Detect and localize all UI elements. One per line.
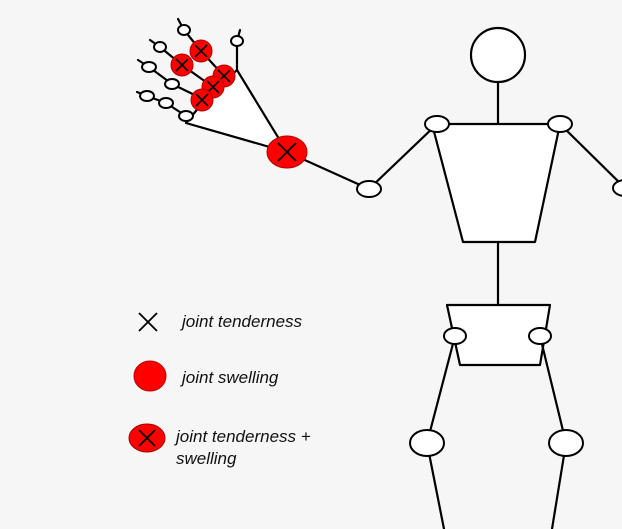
right-elbow-joint [612,179,622,197]
cross-icon [138,312,158,332]
middle-pip-tender-swollen-joint [170,53,194,77]
right-shoulder-joint [547,115,573,133]
left-knee-joint [409,429,445,457]
right-upper-arm [558,122,622,187]
torso [430,122,562,244]
right-shin [550,441,568,529]
left-shin [425,441,446,529]
legend-icons [128,312,167,453]
left-upper-arm [367,122,439,191]
finger-joints [139,24,244,122]
right-knee-joint [548,429,584,457]
ring-mcp-tender-swollen-joint [190,88,214,112]
right-thigh [538,334,568,445]
wrist-tender-swollen-joint [266,135,308,169]
right-hip-joint [528,327,552,345]
red-circle-cross-icon [128,423,166,453]
legend-label-swelling: joint swelling [182,368,279,387]
legend-label-tenderness-swelling: joint tenderness + swelling [176,427,311,468]
red-circle-icon [133,360,167,392]
legend-label-tenderness: joint tenderness [182,312,303,331]
left-shoulder-joint [424,115,450,133]
left-thigh [425,334,457,445]
index-pip-tender-swollen-joint [189,39,213,63]
left-hip-joint [443,327,467,345]
left-elbow-joint [356,180,382,198]
affected-joints [170,39,308,169]
head [469,26,527,84]
pelvis [445,303,552,367]
